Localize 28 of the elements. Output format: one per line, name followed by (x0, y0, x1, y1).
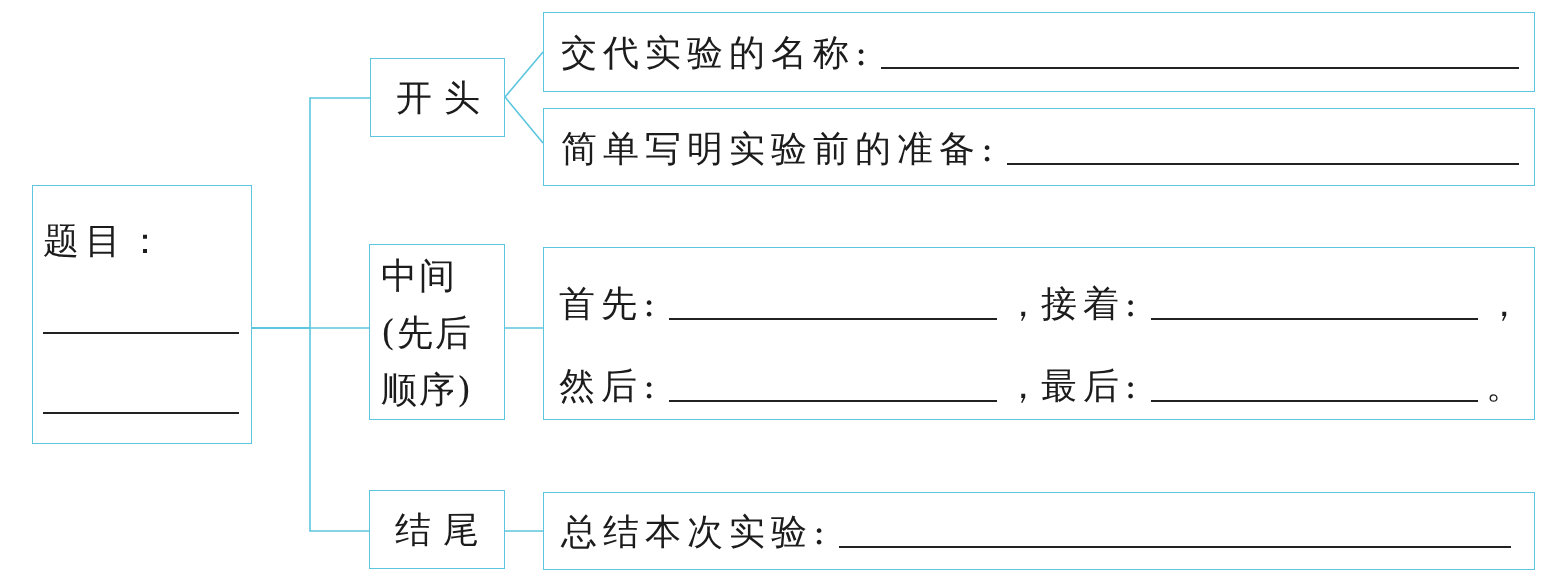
prompt-text: 简单写明实验前的准备: (561, 127, 1000, 171)
prompt-text: 然后: (559, 364, 662, 408)
section-box (370, 58, 505, 137)
prompt-text: 总结本次实验: (561, 510, 832, 554)
section-label: 开头 (394, 75, 492, 120)
prompt-box (543, 492, 1535, 570)
section-box (369, 490, 505, 569)
prompt-box (543, 247, 1535, 420)
punctuation-mark: ， (1004, 364, 1041, 408)
prompt-text: 交代实验的名称: (561, 31, 874, 75)
connector-line (504, 327, 544, 329)
section-box (369, 244, 505, 420)
topic-box (32, 185, 252, 444)
connector-line (504, 96, 544, 144)
connector-line (251, 327, 370, 532)
prompt-box (543, 108, 1535, 186)
punctuation-mark: 。 (1486, 364, 1522, 408)
punctuation-mark: ， (1004, 282, 1041, 326)
section-label: 中间(先后顺序) (381, 253, 475, 412)
prompt-text: 题目： (43, 219, 169, 263)
section-label: 结尾 (394, 507, 491, 552)
prompt-text: 最后: (1040, 364, 1143, 408)
prompt-box (543, 12, 1535, 92)
connector-line (504, 530, 544, 532)
prompt-text: 首先: (559, 282, 662, 326)
punctuation-mark: ， (1486, 282, 1522, 326)
connector-line (504, 51, 544, 98)
prompt-text: 接着: (1040, 282, 1143, 326)
